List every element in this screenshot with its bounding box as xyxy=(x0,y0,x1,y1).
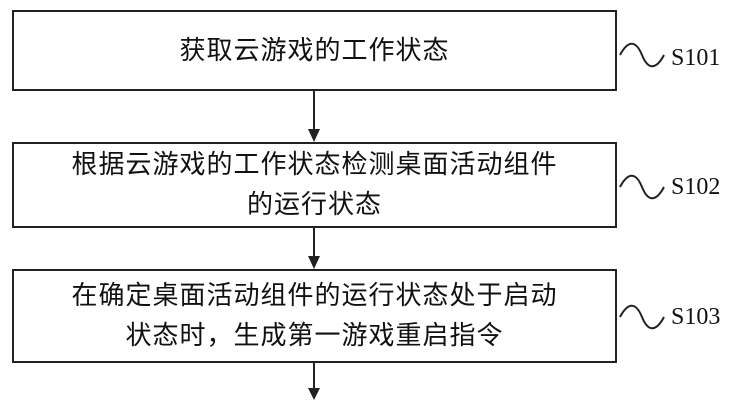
step-text-line: 的运行状态 xyxy=(246,190,382,220)
step-text-s101: 获取云游戏的工作状态 xyxy=(179,31,449,71)
flow-arrow-s101-s102 xyxy=(308,91,320,142)
step-text-line: 在确定桌面活动组件的运行状态处于启动 xyxy=(71,281,558,311)
step-text-line: 状态时，生成第一游戏重启指令 xyxy=(125,321,504,351)
step-label-s101: S101 xyxy=(671,45,721,71)
step-text-s103: 在确定桌面活动组件的运行状态处于启动 状态时，生成第一游戏重启指令 xyxy=(71,276,557,356)
flow-arrow-s103-next xyxy=(308,363,320,400)
step-text-line: 根据云游戏的工作状态检测桌面活动组件 xyxy=(71,150,558,180)
step-text-s102: 根据云游戏的工作状态检测桌面活动组件 的运行状态 xyxy=(71,145,557,225)
step-label-s103: S103 xyxy=(671,304,721,330)
tilde-mark-s102 xyxy=(619,174,665,200)
step-box-s103: 在确定桌面活动组件的运行状态处于启动 状态时，生成第一游戏重启指令 xyxy=(12,269,617,363)
step-text-line: 获取云游戏的工作状态 xyxy=(179,35,450,66)
step-box-s101: 获取云游戏的工作状态 xyxy=(12,10,617,91)
flow-arrow-s102-s103 xyxy=(308,228,320,269)
tilde-mark-s103 xyxy=(619,304,665,330)
tilde-mark-s101 xyxy=(619,42,665,68)
step-box-s102: 根据云游戏的工作状态检测桌面活动组件 的运行状态 xyxy=(12,142,617,228)
step-label-s102: S102 xyxy=(671,174,721,200)
